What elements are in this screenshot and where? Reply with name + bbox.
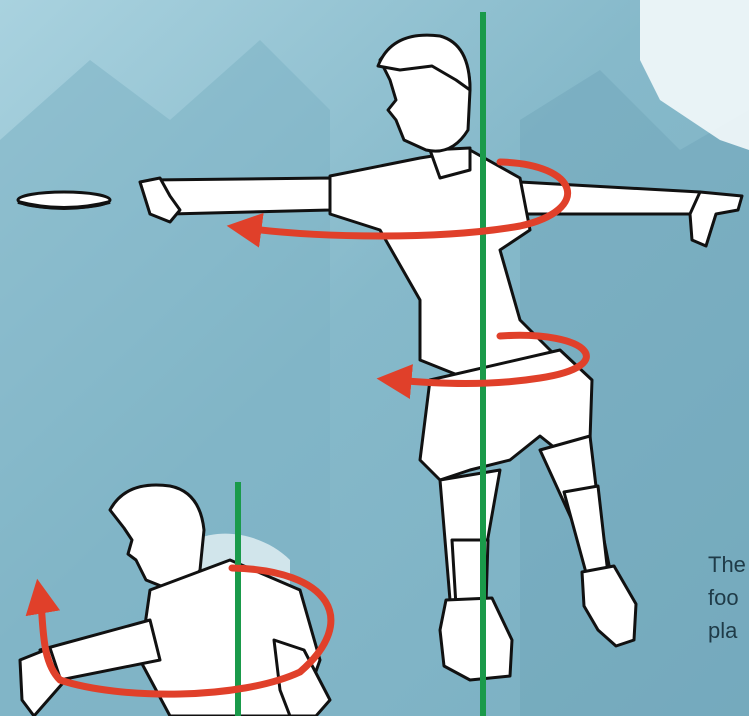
caption-text-block: The foo pla [708, 548, 749, 647]
caption-line: The [708, 548, 749, 581]
flying-disc-icon [18, 192, 110, 208]
caption-line: pla [708, 614, 749, 647]
caption-line: foo [708, 581, 749, 614]
